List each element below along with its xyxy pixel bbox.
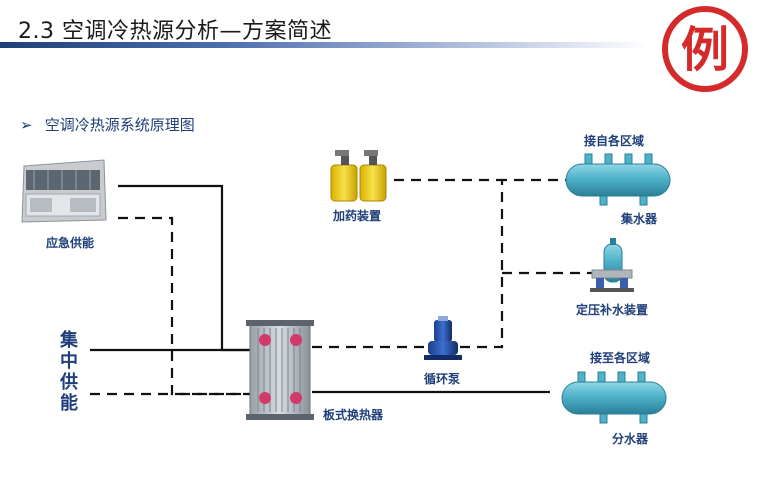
emergency-supply-pipe xyxy=(118,184,252,352)
pipe-network xyxy=(90,178,592,396)
emergency-return-pipe xyxy=(118,216,252,396)
collector-source-label: 接自各区域 xyxy=(584,134,645,148)
water-distributor-icon xyxy=(561,371,667,424)
page-title: 2.3 空调冷热源分析—方案简述 xyxy=(18,19,332,44)
water-collector-icon xyxy=(565,153,671,206)
example-stamp-icon: 例 xyxy=(662,6,748,92)
pressurization-unit-icon xyxy=(590,238,634,292)
bullet-arrow-icon: ➢ xyxy=(20,116,33,134)
plate-heat-exchanger-icon xyxy=(246,320,314,420)
title-underline xyxy=(0,42,650,48)
pressurizer-label: 定压补水装置 xyxy=(576,303,649,317)
circulation-pump-icon xyxy=(424,316,462,360)
stamp-char: 例 xyxy=(681,22,729,78)
emergency-supply-label: 应急供能 xyxy=(46,236,95,250)
collector-label: 集水器 xyxy=(621,212,658,226)
distributor-label: 分水器 xyxy=(612,432,649,446)
dosing-unit-label: 加药装置 xyxy=(333,209,382,223)
central-supply-label: 集中供能 xyxy=(60,330,78,414)
section-heading: ➢ 空调冷热源系统原理图 xyxy=(20,114,195,135)
pump-label: 循环泵 xyxy=(424,372,461,386)
section-title: 空调冷热源系统原理图 xyxy=(44,116,195,134)
dosing-unit-icon xyxy=(330,150,387,202)
distributor-destination-label: 接至各区域 xyxy=(590,351,651,365)
pump-to-collector-pipe xyxy=(460,178,566,349)
air-cooled-chiller-icon xyxy=(21,159,107,223)
exchanger-label: 板式换热器 xyxy=(323,408,384,422)
